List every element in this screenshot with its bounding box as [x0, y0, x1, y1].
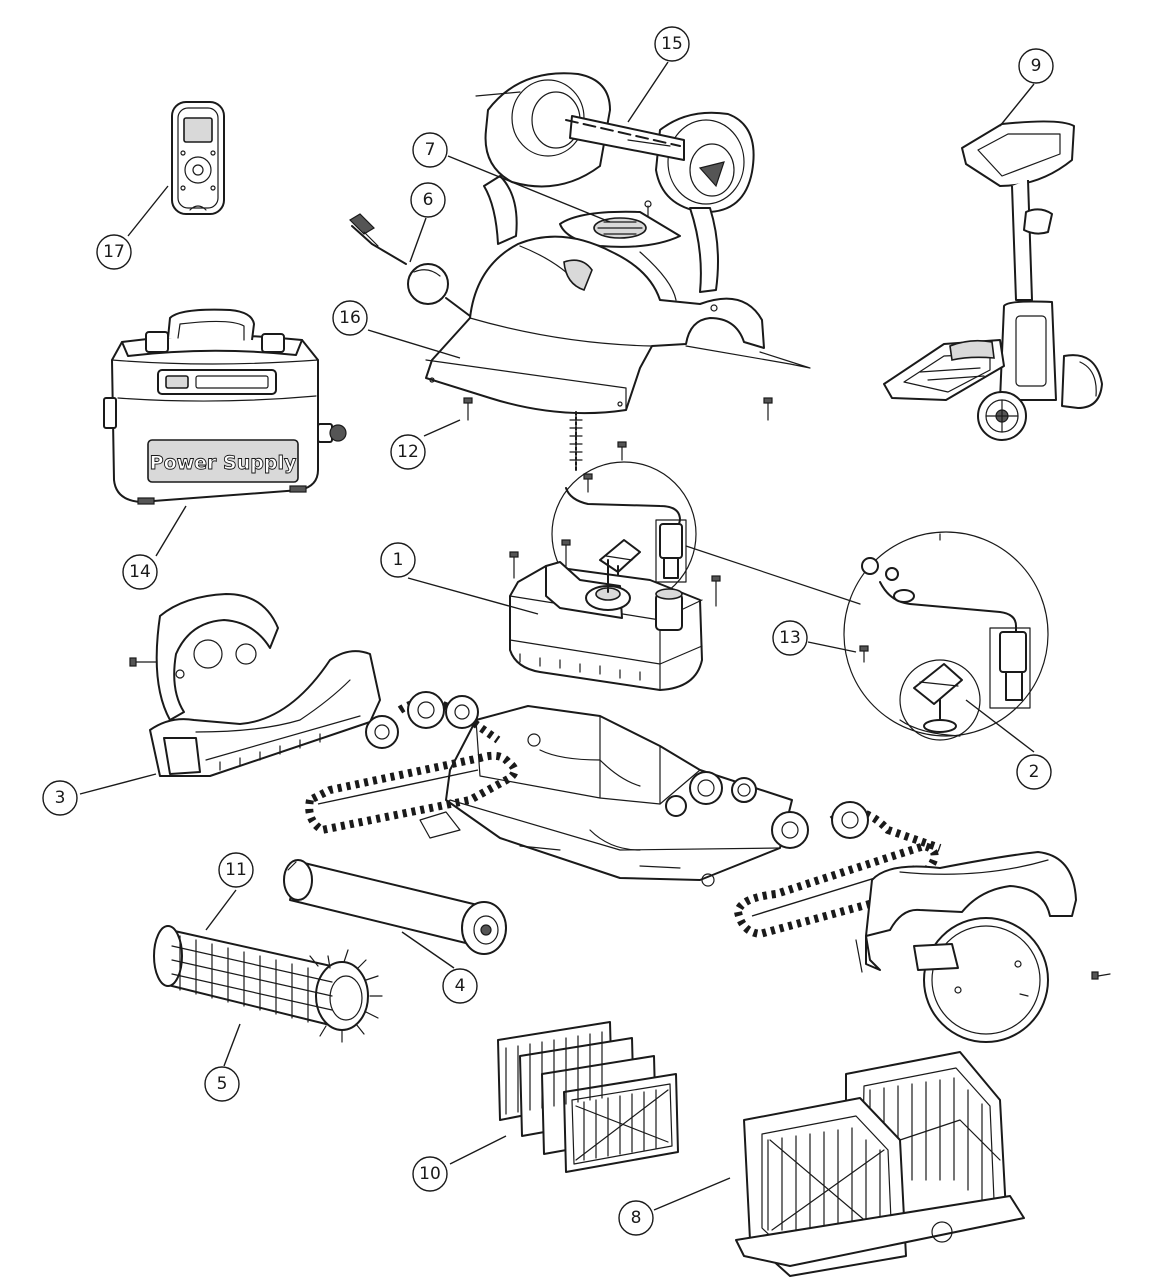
part-screws	[129, 397, 1111, 980]
svg-text:3: 3	[55, 788, 66, 808]
svg-text:4: 4	[455, 976, 466, 996]
part-swivel-spring	[569, 411, 583, 471]
part-filter-basket	[735, 1051, 1025, 1277]
callout-8: 8	[618, 1200, 654, 1236]
callout-9: 9	[1018, 48, 1054, 84]
svg-text:1: 1	[393, 550, 404, 570]
part-remote-control	[171, 101, 225, 215]
svg-text:14: 14	[129, 562, 151, 582]
power-supply-label: Power Supply	[150, 452, 297, 474]
svg-text:13: 13	[779, 628, 801, 648]
svg-text:12: 12	[397, 442, 419, 462]
leader-lines	[79, 61, 1035, 1211]
part-motor-unit	[509, 559, 703, 691]
callout-4: 4	[442, 968, 478, 1004]
callout-5: 5	[204, 1066, 240, 1102]
callout-15: 15	[654, 26, 690, 62]
part-top-handle	[475, 72, 755, 293]
part-impeller-detail-lower	[843, 531, 1049, 741]
part-left-track	[305, 691, 519, 835]
part-body-shell	[425, 235, 811, 415]
callout-10: 10	[412, 1156, 448, 1192]
svg-text:2: 2	[1029, 762, 1040, 782]
callout-6: 6	[410, 182, 446, 218]
part-power-supply: Power Supply	[103, 308, 347, 505]
part-right-side-panel	[855, 851, 1077, 1043]
part-caddy-cart	[883, 120, 1103, 441]
svg-text:15: 15	[661, 34, 683, 54]
svg-text:11: 11	[225, 860, 247, 880]
part-cable-float	[349, 213, 471, 317]
callout-17: 17	[96, 234, 132, 270]
part-brush	[153, 925, 383, 1043]
svg-text:10: 10	[419, 1164, 441, 1184]
part-right-track	[733, 801, 942, 939]
callout-13: 13	[772, 620, 808, 656]
part-roller-tube	[283, 859, 507, 955]
part-filter-panels	[497, 1021, 679, 1173]
part-impeller-detail-upper	[551, 461, 861, 607]
callout-3: 3	[42, 780, 78, 816]
callout-12: 12	[390, 434, 426, 470]
part-left-side-panel	[149, 593, 381, 777]
callout-1: 1	[380, 542, 416, 578]
callout-11: 11	[218, 852, 254, 888]
svg-text:8: 8	[631, 1208, 642, 1228]
svg-text:17: 17	[103, 242, 125, 262]
callout-16: 16	[332, 300, 368, 336]
callout-7: 7	[412, 132, 448, 168]
svg-text:6: 6	[423, 190, 434, 210]
callout-2: 2	[1016, 754, 1052, 790]
svg-text:16: 16	[339, 308, 361, 328]
callout-14: 14	[122, 554, 158, 590]
svg-text:9: 9	[1031, 56, 1042, 76]
part-chassis	[419, 705, 793, 887]
svg-text:7: 7	[425, 140, 436, 160]
svg-text:5: 5	[217, 1074, 228, 1094]
